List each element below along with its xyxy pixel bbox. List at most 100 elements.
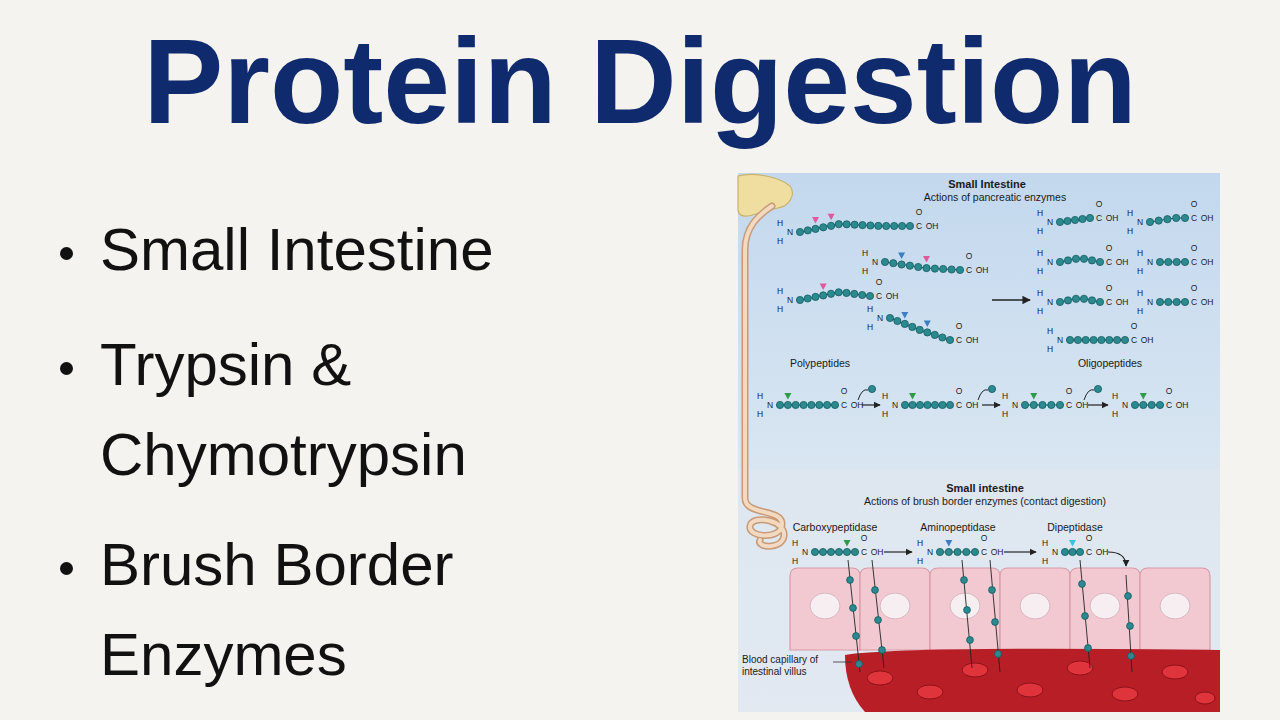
amino-acid (1072, 295, 1079, 302)
amino-acid (784, 401, 791, 408)
panel-label: Small Intestine (948, 178, 1026, 191)
amino-acid (859, 222, 866, 229)
duct (745, 206, 784, 546)
amino-acid (1173, 298, 1180, 305)
atom-label: N (802, 548, 808, 557)
atom-label: H (1137, 289, 1143, 298)
amino-acid (1090, 336, 1097, 343)
atom-label: C (1131, 336, 1137, 345)
amino-acid (1048, 401, 1055, 408)
amino-acid (1064, 297, 1071, 304)
atom-label: H (1037, 289, 1043, 298)
amino-acid (851, 548, 858, 555)
atom-label: H (1112, 410, 1118, 419)
atom-label: H (882, 392, 888, 401)
amino-acid (792, 401, 799, 408)
atom-label: OH (1106, 214, 1119, 223)
atom-label: N (1122, 401, 1128, 410)
amino-acid (819, 548, 826, 555)
amino-acid (804, 227, 811, 234)
atom-label: OH (1096, 548, 1109, 557)
amino-acid (1096, 258, 1103, 265)
amino-acid (875, 222, 882, 229)
amino-acid (963, 548, 970, 555)
atom-label: OH (926, 222, 939, 231)
enzyme-cut-mark (909, 393, 916, 400)
amino-acid (1098, 336, 1105, 343)
bullet-text: Brush Border Enzymes (100, 520, 570, 700)
duct-outline (745, 206, 784, 546)
atom-label: OH (1141, 336, 1154, 345)
atom-label: C (1191, 258, 1197, 267)
atom-label: H (1127, 209, 1133, 218)
amino-acid (1056, 218, 1063, 225)
enzyme-cut-mark (1140, 393, 1147, 400)
atom-label: C (1086, 548, 1092, 557)
panel-label: Polypeptides (790, 357, 850, 369)
amino-acid (843, 548, 850, 555)
atom-label: N (1147, 258, 1153, 267)
amino-acid (796, 228, 803, 235)
amino-acid (796, 296, 803, 303)
amino-acid (901, 320, 908, 327)
amino-acid (831, 401, 838, 408)
amino-acid (939, 334, 946, 341)
atom-label: H (1002, 392, 1008, 401)
atom-label: H (1137, 249, 1143, 258)
atom-label: H (867, 323, 873, 332)
atom-label: H (757, 392, 763, 401)
amino-acid (1164, 216, 1171, 223)
atom-label: H (1047, 345, 1053, 354)
amino-acid (1096, 298, 1103, 305)
panel-label: Dipeptidase (1047, 521, 1102, 533)
atom-label: H (917, 539, 923, 548)
atom-label: C (956, 401, 962, 410)
atom-label: N (1147, 298, 1153, 307)
red-blood-cells (867, 661, 1215, 704)
panel-label: Small intestine (946, 482, 1024, 495)
amino-acid (1072, 255, 1079, 262)
enzyme-cut-mark (924, 320, 931, 327)
amino-acid (1156, 401, 1163, 408)
enzyme-cut-mark (923, 256, 930, 263)
amino-acid (946, 336, 953, 343)
atom-label: OH (966, 336, 979, 345)
atom-label: H (862, 267, 868, 276)
amino-acid (916, 401, 923, 408)
atom-label: OH (1116, 298, 1129, 307)
atom-label: H (1037, 307, 1043, 316)
atom-label: H (1047, 327, 1053, 336)
illustration-panel (738, 173, 1220, 712)
atom-label: H (777, 287, 783, 296)
slide-title: Protein Digestion (0, 17, 1280, 145)
atom-label: N (1047, 298, 1053, 307)
atom-label: C (916, 222, 922, 231)
amino-acid (906, 222, 913, 229)
atom-label: H (1112, 392, 1118, 401)
amino-acid (1061, 548, 1068, 555)
amino-acid (851, 221, 858, 228)
amino-acid (939, 401, 946, 408)
absorbed-amino-acids (847, 577, 1135, 668)
bullet-text: Trypsin & Chymotrypsin (100, 320, 570, 500)
atom-label: C (966, 266, 972, 275)
atom-label: N (1012, 401, 1018, 410)
amino-acid (956, 266, 963, 273)
atom-label: O (1106, 244, 1113, 253)
amino-acid (1121, 336, 1128, 343)
atom-label: H (792, 539, 798, 548)
enzyme-cut-mark (812, 217, 819, 224)
amino-acid (808, 401, 815, 408)
amino-acid (1148, 401, 1155, 408)
atom-label: H (1037, 209, 1043, 218)
bullet-dot (60, 362, 73, 375)
atom-label: O (956, 387, 963, 396)
amino-acid (800, 401, 807, 408)
atom-label: C (1066, 401, 1072, 410)
atom-label: O (1191, 200, 1198, 209)
amino-acid (898, 261, 905, 268)
atom-label: OH (1201, 298, 1214, 307)
amino-acid (851, 290, 858, 297)
amino-acid (1082, 336, 1089, 343)
